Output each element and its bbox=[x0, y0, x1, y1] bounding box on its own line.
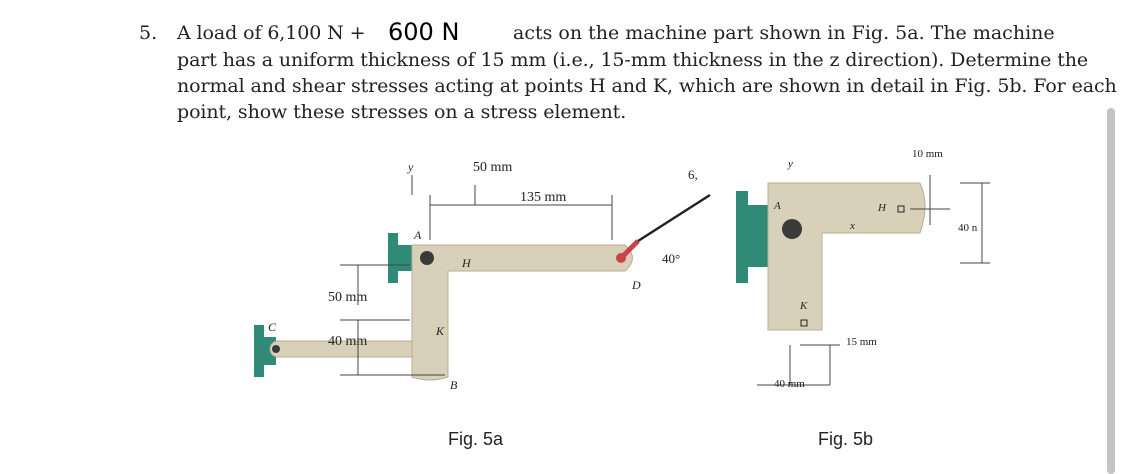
point-h-label-5b: H bbox=[877, 202, 887, 214]
problem-line-1a: A load of 6,100 N + bbox=[177, 22, 366, 44]
point-c-label: C bbox=[268, 320, 277, 334]
dim-40-bottom-label: 40 mm bbox=[774, 378, 805, 390]
axis-y-label: y bbox=[407, 160, 414, 174]
dim-10-label: 10 mm bbox=[912, 148, 943, 160]
dim-15-label: 15 mm bbox=[846, 336, 877, 348]
fig-5a-caption: Fig. 5a bbox=[448, 429, 504, 449]
dim-50-left-label: 50 mm bbox=[328, 290, 367, 305]
point-k-label: K bbox=[435, 324, 445, 338]
problem-statement: 5. A load of 6,100 N + 600 N acts on the… bbox=[0, 0, 1117, 130]
point-h-label: H bbox=[461, 256, 472, 270]
handwritten-load-value: 600 N bbox=[388, 18, 460, 46]
support-c-wall bbox=[254, 325, 264, 377]
problem-line-4: point, show these stresses on a stress e… bbox=[177, 101, 627, 123]
point-a-label: A bbox=[413, 228, 422, 242]
machine-part-body bbox=[411, 244, 633, 381]
load-label: 6, bbox=[688, 167, 698, 182]
angle-label: 40° bbox=[662, 251, 680, 266]
problem-number: 5. bbox=[139, 22, 158, 44]
dim-40-right-label: 40 n bbox=[958, 222, 978, 234]
fig-5a-drawing: 50 mm 135 mm 50 mm 40 mm 40° 6, A B C D … bbox=[254, 160, 711, 392]
dim-135-label: 135 mm bbox=[520, 190, 566, 205]
problem-line-3: normal and shear stresses acting at poin… bbox=[177, 75, 1117, 97]
fig-5b-drawing: 10 mm 40 n 15 mm 40 mm A H K y x bbox=[736, 148, 990, 390]
machine-part-detail bbox=[767, 182, 926, 331]
dim-50-top-label: 50 mm bbox=[473, 160, 512, 175]
figures-area: 50 mm 135 mm 50 mm 40 mm 40° 6, A B C D … bbox=[0, 135, 1125, 474]
support-a-wall bbox=[388, 233, 398, 283]
axis-x-label-5b: x bbox=[849, 220, 855, 232]
problem-line-2: part has a uniform thickness of 15 mm (i… bbox=[177, 49, 1089, 71]
point-a-label-5b: A bbox=[773, 200, 781, 212]
point-k-label-5b: K bbox=[799, 300, 808, 312]
chain-load bbox=[619, 239, 640, 260]
axis-y-label-5b: y bbox=[787, 158, 793, 170]
problem-line-1b: acts on the machine part shown in Fig. 5… bbox=[513, 22, 1055, 44]
point-b-label: B bbox=[450, 378, 458, 392]
fig-5b-caption: Fig. 5b bbox=[818, 429, 874, 449]
dim-40-left-label: 40 mm bbox=[328, 334, 367, 349]
support-a-wall-5b bbox=[736, 191, 748, 283]
vertical-scrollbar[interactable] bbox=[1107, 108, 1115, 474]
point-d-label: D bbox=[631, 278, 641, 292]
